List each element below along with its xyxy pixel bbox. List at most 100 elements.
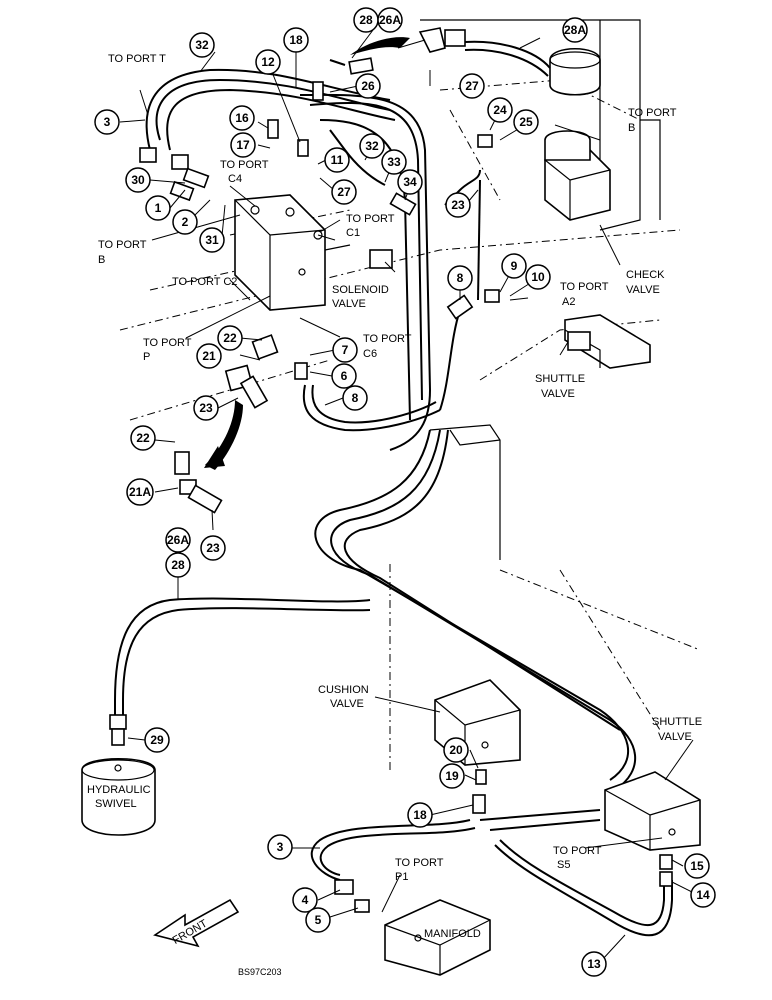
callout-5: 5: [305, 907, 331, 933]
callout-4: 4: [292, 887, 318, 913]
solenoid-valve-body: [234, 194, 351, 311]
frame-block: [429, 424, 501, 560]
hose-to-swivel: [109, 597, 371, 746]
svg-text:1: 1: [155, 201, 162, 215]
hose-8-loop: [302, 309, 461, 432]
label-to-port-a2-line2: A2: [562, 296, 575, 308]
svg-text:34: 34: [403, 175, 417, 189]
label-to-port-b-left-line1: TO PORT: [98, 239, 147, 251]
hydraulic-swivel-body: [81, 758, 156, 836]
fittings: [139, 27, 673, 913]
callout-16: 16: [229, 105, 255, 131]
svg-text:6: 6: [341, 369, 348, 383]
label-to-port-b-right-line1: TO PORT: [628, 107, 677, 119]
label-to-port-c1-line2: C1: [346, 227, 360, 239]
label-shuttle-top-line2: VALVE: [541, 388, 575, 400]
svg-text:15: 15: [690, 859, 704, 873]
callout-11: 11: [324, 147, 350, 173]
label-check-valve-line2: VALVE: [626, 284, 660, 296]
callout-24: 24: [487, 97, 513, 123]
figure-code: BS97C203: [238, 967, 282, 977]
callout-34: 34: [397, 169, 423, 195]
shuttle-valve-top-body: [564, 314, 651, 369]
svg-text:23: 23: [451, 198, 465, 212]
label-to-port-c4-line1: TO PORT: [220, 159, 269, 171]
callouts: 3 32 30 1 2 31 16 17 18 12 11 27 28 26A …: [94, 7, 716, 977]
callout-29: 29: [144, 727, 170, 753]
label-shuttle-bot-line1: SHUTTLE: [652, 716, 702, 728]
svg-text:7: 7: [342, 343, 349, 357]
svg-text:8: 8: [352, 391, 359, 405]
callout-28-mid: 28: [165, 552, 191, 578]
callout-28a: 28A: [562, 17, 588, 43]
callout-22-bottom: 22: [130, 425, 156, 451]
svg-text:32: 32: [365, 139, 379, 153]
label-hydraulic-swivel-line2: SWIVEL: [95, 798, 137, 810]
callout-32-top: 32: [189, 32, 215, 58]
svg-text:23: 23: [206, 541, 220, 555]
callout-9: 9: [501, 253, 527, 279]
label-to-port-a2-line1: TO PORT: [560, 281, 609, 293]
svg-text:14: 14: [696, 888, 710, 902]
svg-text:32: 32: [195, 38, 209, 52]
svg-text:9: 9: [511, 259, 518, 273]
label-to-port-c6-line2: C6: [363, 348, 377, 360]
callout-26a-mid: 26A: [165, 527, 191, 553]
svg-text:3: 3: [277, 840, 284, 854]
front-arrow: FRONT: [153, 898, 240, 948]
svg-text:13: 13: [587, 957, 601, 971]
callout-22-top: 22: [217, 325, 243, 351]
svg-text:33: 33: [387, 155, 401, 169]
svg-text:5: 5: [315, 913, 322, 927]
callout-7: 7: [332, 337, 358, 363]
callout-30: 30: [125, 167, 151, 193]
reservoir-cap: [464, 40, 601, 96]
svg-text:22: 22: [223, 331, 237, 345]
callout-25: 25: [513, 109, 539, 135]
callout-14: 14: [690, 882, 716, 908]
callout-20: 20: [443, 737, 469, 763]
callout-23-mid: 23: [193, 395, 219, 421]
svg-text:28: 28: [359, 13, 373, 27]
label-to-port-p-line2: P: [143, 351, 150, 363]
callout-10: 10: [525, 264, 551, 290]
svg-text:17: 17: [236, 138, 250, 152]
svg-text:27: 27: [337, 185, 351, 199]
callout-27-top: 27: [459, 73, 485, 99]
label-to-port-c6-line1: TO PORT: [363, 333, 412, 345]
callout-26: 26: [355, 73, 381, 99]
svg-text:24: 24: [493, 103, 507, 117]
callout-26a-top: 26A: [377, 7, 403, 33]
label-check-valve-line1: CHECK: [626, 269, 665, 281]
svg-text:3: 3: [104, 115, 111, 129]
svg-text:19: 19: [445, 769, 459, 783]
label-to-port-b-right-line2: B: [628, 122, 635, 134]
callout-21: 21: [196, 343, 222, 369]
label-to-port-s5-line1: TO PORT: [553, 845, 602, 857]
callout-28-top: 28: [353, 7, 379, 33]
svg-text:4: 4: [302, 893, 309, 907]
callout-8-mid: 8: [342, 385, 368, 411]
svg-text:11: 11: [331, 153, 344, 167]
label-solenoid-line1: SOLENOID: [332, 284, 389, 296]
label-hydraulic-swivel-line1: HYDRAULIC: [87, 784, 151, 796]
svg-text:20: 20: [449, 743, 463, 757]
svg-text:21: 21: [202, 349, 216, 363]
callout-6: 6: [331, 363, 357, 389]
callout-13: 13: [581, 951, 607, 977]
text-labels: TO PORT T TO PORT C4 TO PORT C1 TO PORT …: [87, 53, 702, 977]
svg-text:12: 12: [261, 55, 275, 69]
label-to-port-p1-line2: P1: [395, 871, 408, 883]
check-valve-body: [544, 130, 611, 221]
svg-text:27: 27: [465, 79, 479, 93]
callout-33: 33: [381, 149, 407, 175]
svg-text:26A: 26A: [379, 13, 401, 27]
callout-8-top: 8: [447, 265, 473, 291]
callout-19: 19: [439, 763, 465, 789]
label-shuttle-bot-line2: VALVE: [658, 731, 692, 743]
svg-text:21A: 21A: [129, 485, 151, 499]
callout-23-top: 23: [445, 192, 471, 218]
callout-23-bottom: 23: [200, 535, 226, 561]
callout-12: 12: [255, 49, 281, 75]
